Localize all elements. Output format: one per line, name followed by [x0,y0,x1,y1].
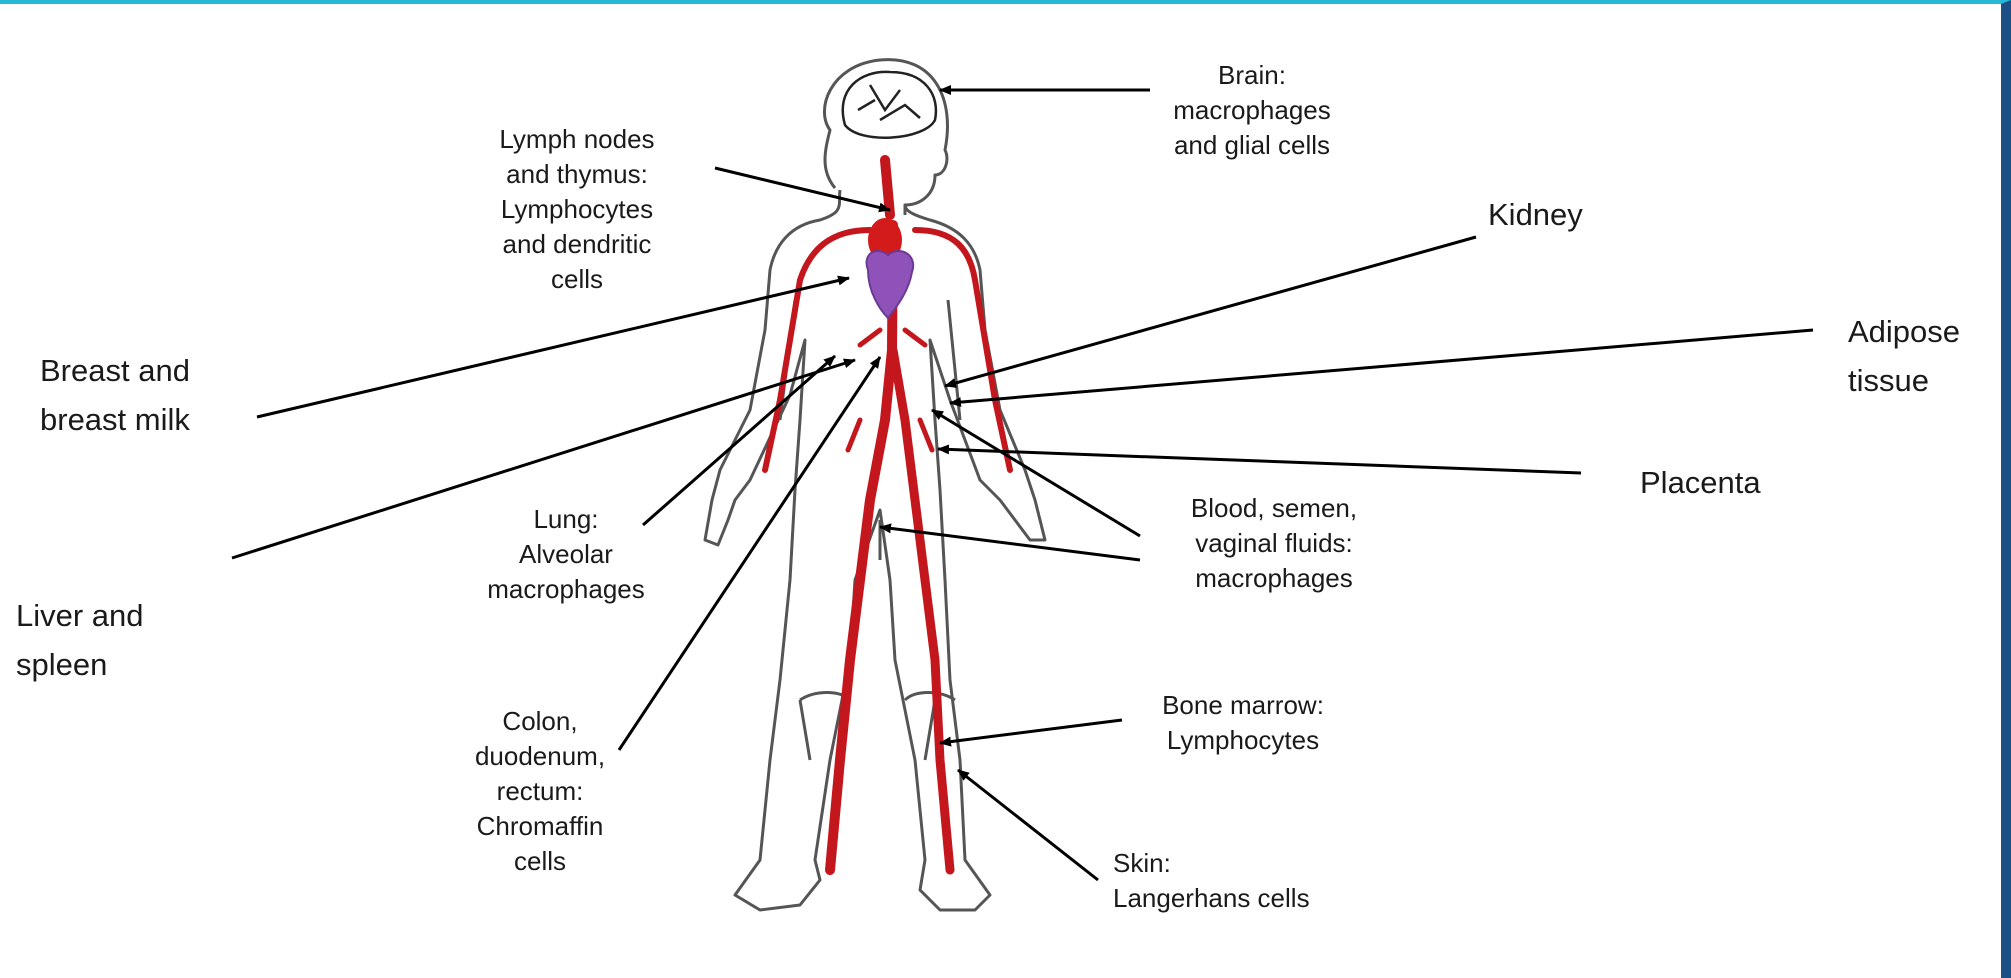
heart-shape [866,218,913,318]
label-breast: Breast and breast milk [40,346,190,444]
label-blood: Blood, semen, vaginal fluids: macrophage… [1156,491,1392,596]
label-liver: Liver and spleen [16,591,144,689]
arrow-blood-a [932,410,1140,536]
label-adipose: Adipose tissue [1848,307,1960,405]
label-lymph-nodes: Lymph nodes and thymus: Lymphocytes and … [464,122,690,297]
label-skin: Skin: Langerhans cells [1113,846,1373,916]
label-kidney: Kidney [1488,190,1583,239]
brain-shape [843,72,936,138]
label-lung: Lung: Alveolar macrophages [456,502,676,607]
arrow-bone-marrow [940,720,1122,743]
arrow-kidney [945,237,1476,386]
arrow-lymph-nodes [715,168,890,210]
label-brain: Brain: macrophages and glial cells [1147,58,1357,163]
arrow-skin [958,770,1098,880]
label-placenta: Placenta [1640,458,1761,507]
arrow-placenta [938,449,1581,473]
label-colon: Colon, duodenum, rectum: Chromaffin cell… [440,704,640,879]
label-bone-marrow: Bone marrow: Lymphocytes [1138,688,1348,758]
arrow-lung [643,356,835,525]
arrow-adipose [950,330,1813,403]
